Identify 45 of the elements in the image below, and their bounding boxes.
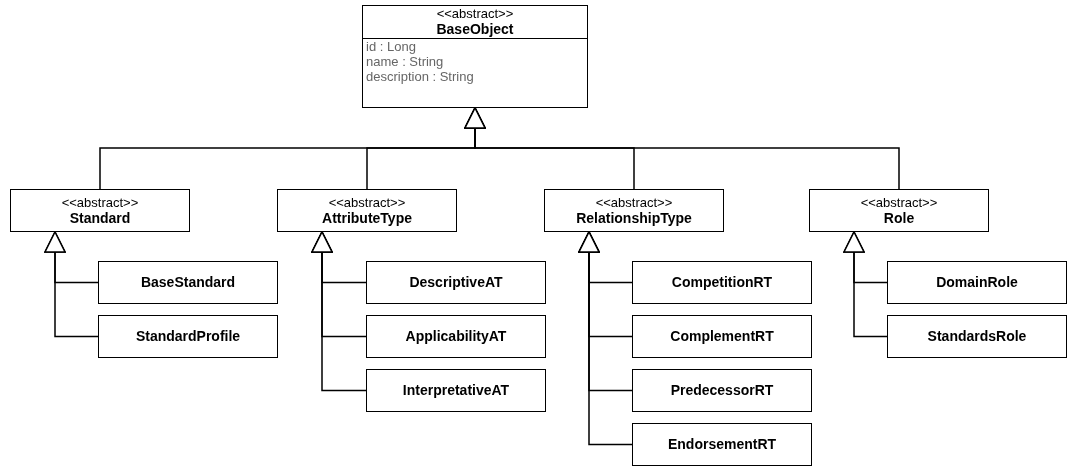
class-box <box>366 315 546 358</box>
class-name: ApplicabilityAT <box>405 328 507 345</box>
class-box <box>544 189 724 232</box>
attribute-text: description : String <box>365 69 475 84</box>
class-box <box>277 189 457 232</box>
class-box <box>98 261 278 304</box>
stereotype-label: <<abstract>> <box>61 194 139 210</box>
class-box <box>887 261 1067 304</box>
class-name: StandardProfile <box>135 328 241 345</box>
class-name: Standard <box>69 209 131 227</box>
class-box <box>366 369 546 412</box>
class-box <box>362 5 588 108</box>
generalization-arrow <box>311 231 367 392</box>
class-name: InterpretativeAT <box>402 382 510 399</box>
stereotype-label: <<abstract>> <box>860 194 938 210</box>
stereotype-label: <<abstract>> <box>328 194 406 210</box>
class-name: PredecessorRT <box>670 382 774 399</box>
class-name: BaseObject <box>436 21 514 38</box>
class-box <box>632 423 812 466</box>
class-name: DescriptiveAT <box>409 274 503 291</box>
class-name: AttributeType <box>322 209 412 227</box>
stereotype-label: <<abstract>> <box>595 194 673 210</box>
class-box <box>366 261 546 304</box>
class-name: BaseStandard <box>140 274 236 291</box>
generalization-arrow <box>44 231 99 338</box>
class-name: DomainRole <box>936 274 1018 291</box>
class-box <box>632 315 812 358</box>
class-box <box>632 261 812 304</box>
generalization-arrow <box>843 231 888 338</box>
class-name: Role <box>883 209 915 227</box>
class-name: CompetitionRT <box>671 274 773 291</box>
class-box <box>809 189 989 232</box>
class-box <box>887 315 1067 358</box>
class-box <box>632 369 812 412</box>
class-box <box>10 189 190 232</box>
attribute-text: id : Long <box>365 39 417 54</box>
class-name: EndorsementRT <box>667 436 777 453</box>
generalization-arrow <box>578 231 633 446</box>
attribute-text: name : String <box>365 54 445 69</box>
stereotype-label: <<abstract>> <box>436 6 514 21</box>
class-name: ComplementRT <box>670 328 774 345</box>
generalization-arrow <box>464 107 900 190</box>
class-box <box>98 315 278 358</box>
class-name: StandardsRole <box>927 328 1027 345</box>
class-name: RelationshipType <box>576 209 692 227</box>
